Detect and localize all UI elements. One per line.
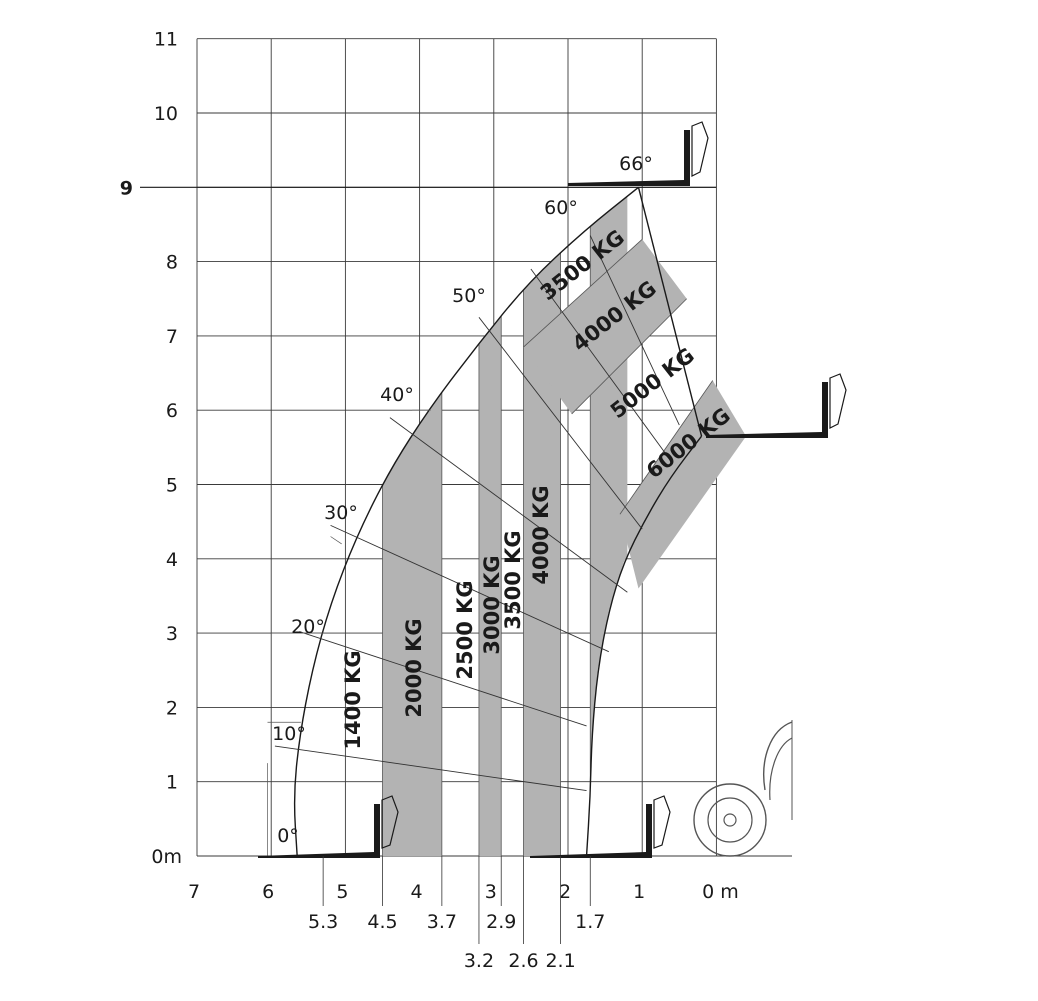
reach-marker-label: 3.2 xyxy=(464,950,494,972)
y-tick-label: 3 xyxy=(166,623,178,645)
y-tick-label: 1 xyxy=(166,772,178,794)
y-tick-label: 2 xyxy=(166,697,178,719)
forks xyxy=(258,121,847,858)
y-tick-label: 5 xyxy=(166,475,178,497)
boom-angle-line xyxy=(389,417,628,593)
top-envelope-edge xyxy=(637,187,703,437)
angle-lines xyxy=(267,235,680,856)
load-zone-label: 3000 KG xyxy=(480,555,504,654)
zone-boundary xyxy=(619,380,714,515)
boom-angle-label: 0° xyxy=(277,825,299,847)
boom-angle-label: 66° xyxy=(619,153,653,175)
shaded-band xyxy=(382,187,442,857)
x-tick-label: 6 xyxy=(262,881,274,903)
fork-ground-left xyxy=(258,795,399,858)
zone-boundary xyxy=(523,239,643,348)
zone-boundaries xyxy=(523,239,714,515)
reach-marker-label: 2.6 xyxy=(508,950,538,972)
boom-angle-line xyxy=(530,268,673,463)
load-zone-label: 4000 KG xyxy=(529,485,553,584)
reach-marker-label: 3.7 xyxy=(427,911,457,933)
boom-angle-label: 20° xyxy=(291,616,325,638)
angle-labels: 0° 10° 20° 30° 40° 50° 60° 66° xyxy=(272,153,653,847)
y-tick-label: 11 xyxy=(154,29,178,51)
machine-front xyxy=(693,720,793,857)
reach-marker-label: 5.3 xyxy=(308,911,338,933)
radial-bands xyxy=(523,239,747,589)
x-tick-label: 3 xyxy=(485,881,497,903)
boom-angle-label: 30° xyxy=(324,502,358,524)
x-axis-ticks: 7 6 5 4 3 2 1 0 m xyxy=(188,881,739,903)
boom-angle-label: 50° xyxy=(452,285,486,307)
y-tick-label: 9 xyxy=(120,177,133,199)
outer-envelope-arc xyxy=(293,186,639,857)
boom-angle-line xyxy=(478,317,643,530)
x-tick-label: 5 xyxy=(336,881,348,903)
y-tick-label: 0m xyxy=(151,846,182,868)
shaded-band xyxy=(523,187,561,857)
x-tick-label: 0 m xyxy=(702,881,739,903)
reach-marker-label: 2.1 xyxy=(545,950,575,972)
reach-marker-label: 2.9 xyxy=(486,911,516,933)
x-tick-label: 1 xyxy=(633,881,645,903)
boom-angle-line xyxy=(589,235,680,426)
boom-angle-label: 60° xyxy=(544,197,578,219)
x-tick-label: 2 xyxy=(559,881,571,903)
boom-angle-line xyxy=(274,745,587,792)
boom-angle-line xyxy=(299,631,587,727)
reach-marker-label: 1.7 xyxy=(575,911,605,933)
boom-angle-line xyxy=(330,524,609,653)
fork-mid xyxy=(706,373,847,438)
boom-angle-label: 40° xyxy=(380,384,414,406)
reach-marker-label: 4.5 xyxy=(367,911,397,933)
boom-angle-label: 10° xyxy=(272,723,306,745)
load-zone-label: 2000 KG xyxy=(402,618,426,717)
radial-band-4000 xyxy=(523,239,687,414)
load-zone-label: 3500 KG xyxy=(501,530,525,629)
x-tick-label: 7 xyxy=(188,881,200,903)
load-zone-label: 2500 KG xyxy=(453,580,477,679)
y-tick-label: 10 xyxy=(154,103,178,125)
fork-ground-right xyxy=(530,795,671,858)
x-tick-label: 4 xyxy=(411,881,423,903)
zone-boundary xyxy=(571,298,688,415)
angle-leader xyxy=(330,536,342,545)
inner-envelope-arc xyxy=(585,435,703,857)
load-zone-label: 1400 KG xyxy=(341,650,365,749)
radial-band-6000 xyxy=(619,380,747,589)
y-tick-label: 4 xyxy=(166,549,178,571)
y-tick-label: 8 xyxy=(166,252,178,274)
fork-top xyxy=(568,121,709,186)
reach-markers: 5.3 4.5 3.7 2.9 1.7 3.2 2.6 2.1 xyxy=(308,856,605,972)
shaded-band xyxy=(478,187,502,857)
y-axis-ticks: 0m 1 2 3 4 5 6 7 8 9 10 11 xyxy=(120,29,182,868)
y-tick-label: 7 xyxy=(166,326,178,348)
envelope-outline xyxy=(293,186,703,857)
y-tick-label: 6 xyxy=(166,400,178,422)
